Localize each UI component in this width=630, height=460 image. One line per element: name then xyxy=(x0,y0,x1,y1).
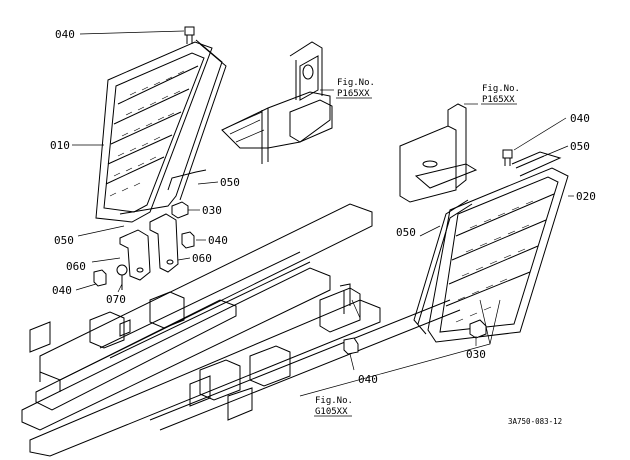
callout-050-right-mid: 050 xyxy=(396,226,416,239)
clip-030-right[interactable] xyxy=(469,319,487,339)
callout-030-left: 030 xyxy=(202,204,222,217)
callout-050-right-top: 050 xyxy=(570,140,590,153)
callout-010: 010 xyxy=(50,139,70,152)
right-step-panel[interactable] xyxy=(427,167,569,343)
callout-040-center: 040 xyxy=(358,373,378,386)
leader-lines xyxy=(72,30,574,397)
fig-ref-2-label: Fig.No. xyxy=(482,84,520,94)
fig-ref-1-number: P165XX xyxy=(337,89,370,99)
callout-040-right-top: 040 xyxy=(570,112,590,125)
nut-040-left-mid[interactable] xyxy=(181,231,195,249)
nut-040-center[interactable] xyxy=(343,337,359,355)
upper-center-bracket xyxy=(221,41,333,164)
bolt-top-left[interactable] xyxy=(184,26,195,44)
bolt-right[interactable] xyxy=(502,149,513,166)
callout-070: 070 xyxy=(106,293,126,306)
bolt-070[interactable] xyxy=(116,264,128,290)
callout-040-left-mid: 040 xyxy=(208,234,228,247)
right-handrail[interactable] xyxy=(413,199,473,335)
right-top-rail[interactable] xyxy=(511,151,562,177)
frame-rails xyxy=(21,203,461,457)
left-handrail[interactable] xyxy=(119,39,227,215)
callout-040-left-low: 040 xyxy=(52,284,72,297)
fig-ref-1-label: Fig.No. xyxy=(337,78,375,88)
clip-030-left[interactable] xyxy=(171,201,189,219)
right-center-bracket xyxy=(399,103,478,203)
callout-050-left-lower: 050 xyxy=(54,234,74,247)
callout-050-left-upper: 050 xyxy=(220,176,240,189)
callout-060-left: 060 xyxy=(66,260,86,273)
callout-040-top: 040 xyxy=(55,28,75,41)
left-brackets xyxy=(119,213,179,281)
callout-020: 020 xyxy=(576,190,596,203)
callout-060-right: 060 xyxy=(192,252,212,265)
fig-ref-3-label: Fig.No. xyxy=(315,396,353,406)
nut-040-left-low[interactable] xyxy=(93,269,107,287)
callout-030-right: 030 xyxy=(466,348,486,361)
drawing-code: 3A750-083-12 xyxy=(508,417,562,426)
left-handrail-lower[interactable] xyxy=(167,169,207,191)
fig-ref-2-number: P165XX xyxy=(482,95,515,105)
fig-ref-3-number: G105XX xyxy=(315,407,348,417)
left-step-panel[interactable] xyxy=(95,41,213,223)
